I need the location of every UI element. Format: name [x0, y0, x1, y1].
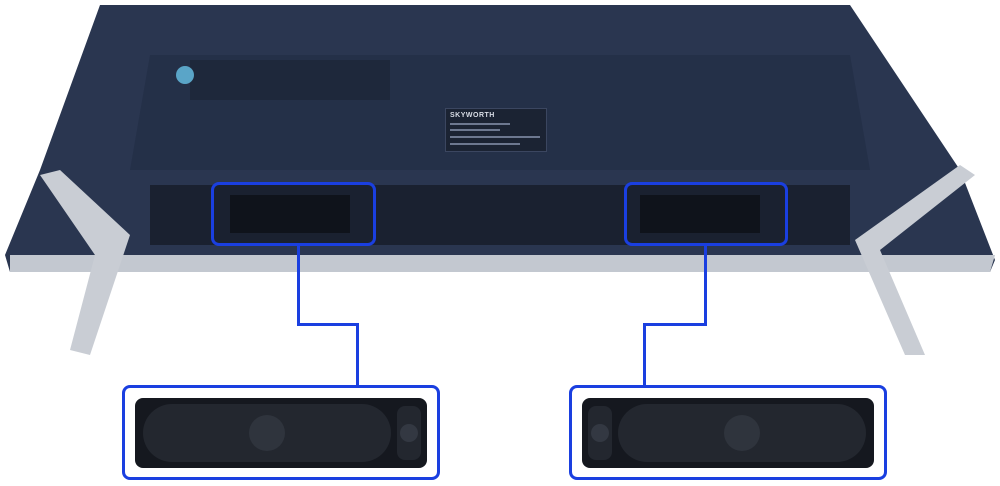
right-connector-line-h — [643, 323, 707, 326]
left-connector-line-v — [356, 323, 359, 388]
product-label: SKYWORTH — [445, 108, 547, 152]
port-cap — [176, 66, 194, 84]
right-connector-line — [704, 246, 707, 326]
left-speaker-image — [135, 398, 427, 468]
left-connector-line — [297, 246, 300, 326]
right-stand — [855, 165, 975, 355]
left-speaker-closeup — [122, 385, 440, 480]
right-vent — [640, 195, 760, 233]
right-speaker-highlight — [624, 182, 788, 246]
left-vent — [230, 195, 350, 233]
left-connector-line-h — [297, 323, 359, 326]
right-speaker-image — [582, 398, 874, 468]
left-speaker-highlight — [211, 182, 376, 246]
left-stand — [40, 170, 130, 355]
brand-text: SKYWORTH — [450, 112, 495, 119]
right-connector-line-v — [643, 323, 646, 388]
right-speaker-closeup — [569, 385, 887, 480]
